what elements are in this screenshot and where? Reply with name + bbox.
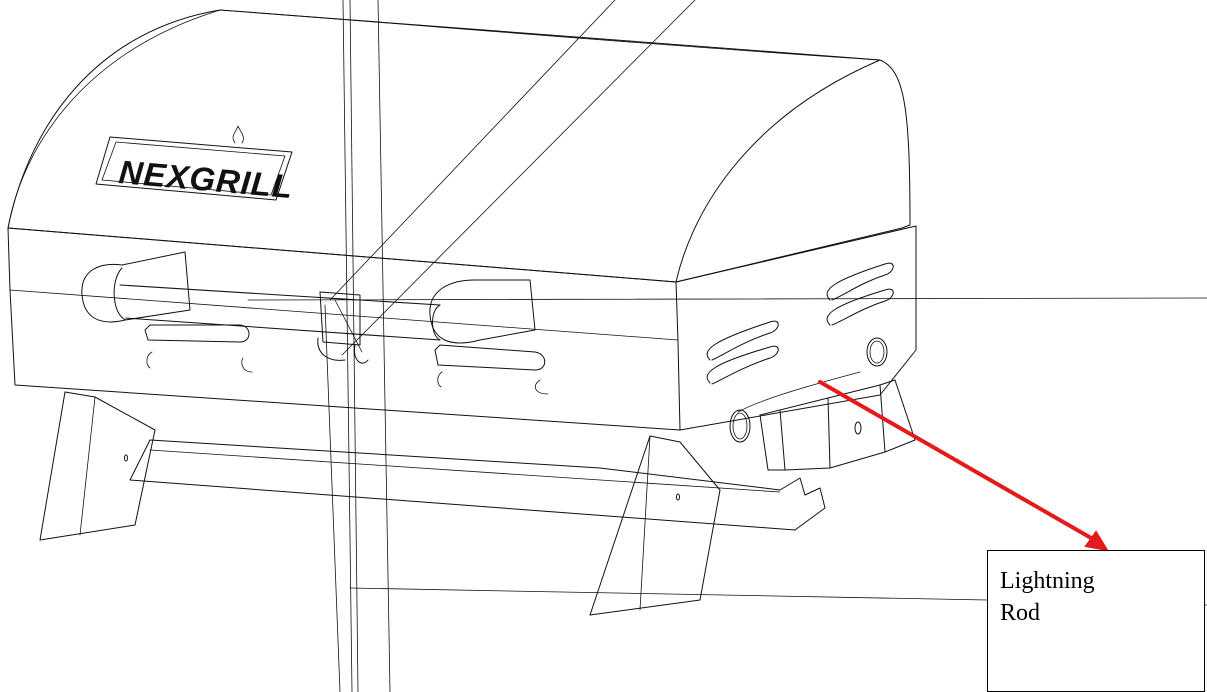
clip-3 xyxy=(437,371,443,388)
callout-label-box: Lightning Rod xyxy=(987,550,1205,692)
callout-label-line2: Rod xyxy=(1000,600,1041,627)
left-leg xyxy=(39,391,156,541)
grill-lid-outline xyxy=(7,9,911,283)
clip-1 xyxy=(146,351,153,369)
callout-arrow xyxy=(818,380,1110,552)
body-seam-line xyxy=(9,289,679,341)
regulator-bracket xyxy=(759,379,916,471)
right-leg xyxy=(589,435,721,616)
lid-handle xyxy=(81,251,536,344)
vent-slots xyxy=(706,262,894,385)
grill-body-side xyxy=(675,225,917,431)
latch-right xyxy=(434,344,546,371)
latch-left xyxy=(144,324,250,343)
grill-body-front xyxy=(7,227,681,431)
clip-2 xyxy=(241,357,253,373)
lid-right-curve xyxy=(675,59,881,283)
clip-4 xyxy=(534,379,549,395)
flame-icon xyxy=(232,125,244,144)
nexgrill-logo-plate: NEXGRILL xyxy=(95,125,295,205)
control-knob-hole xyxy=(866,337,888,367)
ignition-hole xyxy=(729,409,751,443)
lid-top-edge xyxy=(219,9,881,61)
construction-lines xyxy=(247,0,1207,692)
callout-label-line1: Lightning xyxy=(1000,568,1095,594)
base-tray-front xyxy=(129,439,826,531)
base-tray-edge xyxy=(149,449,781,493)
lid-left-curve xyxy=(7,9,221,229)
lightning-rod-wire xyxy=(737,371,861,413)
logo-text: NEXGRILL xyxy=(117,153,294,205)
center-hinge xyxy=(317,291,369,364)
